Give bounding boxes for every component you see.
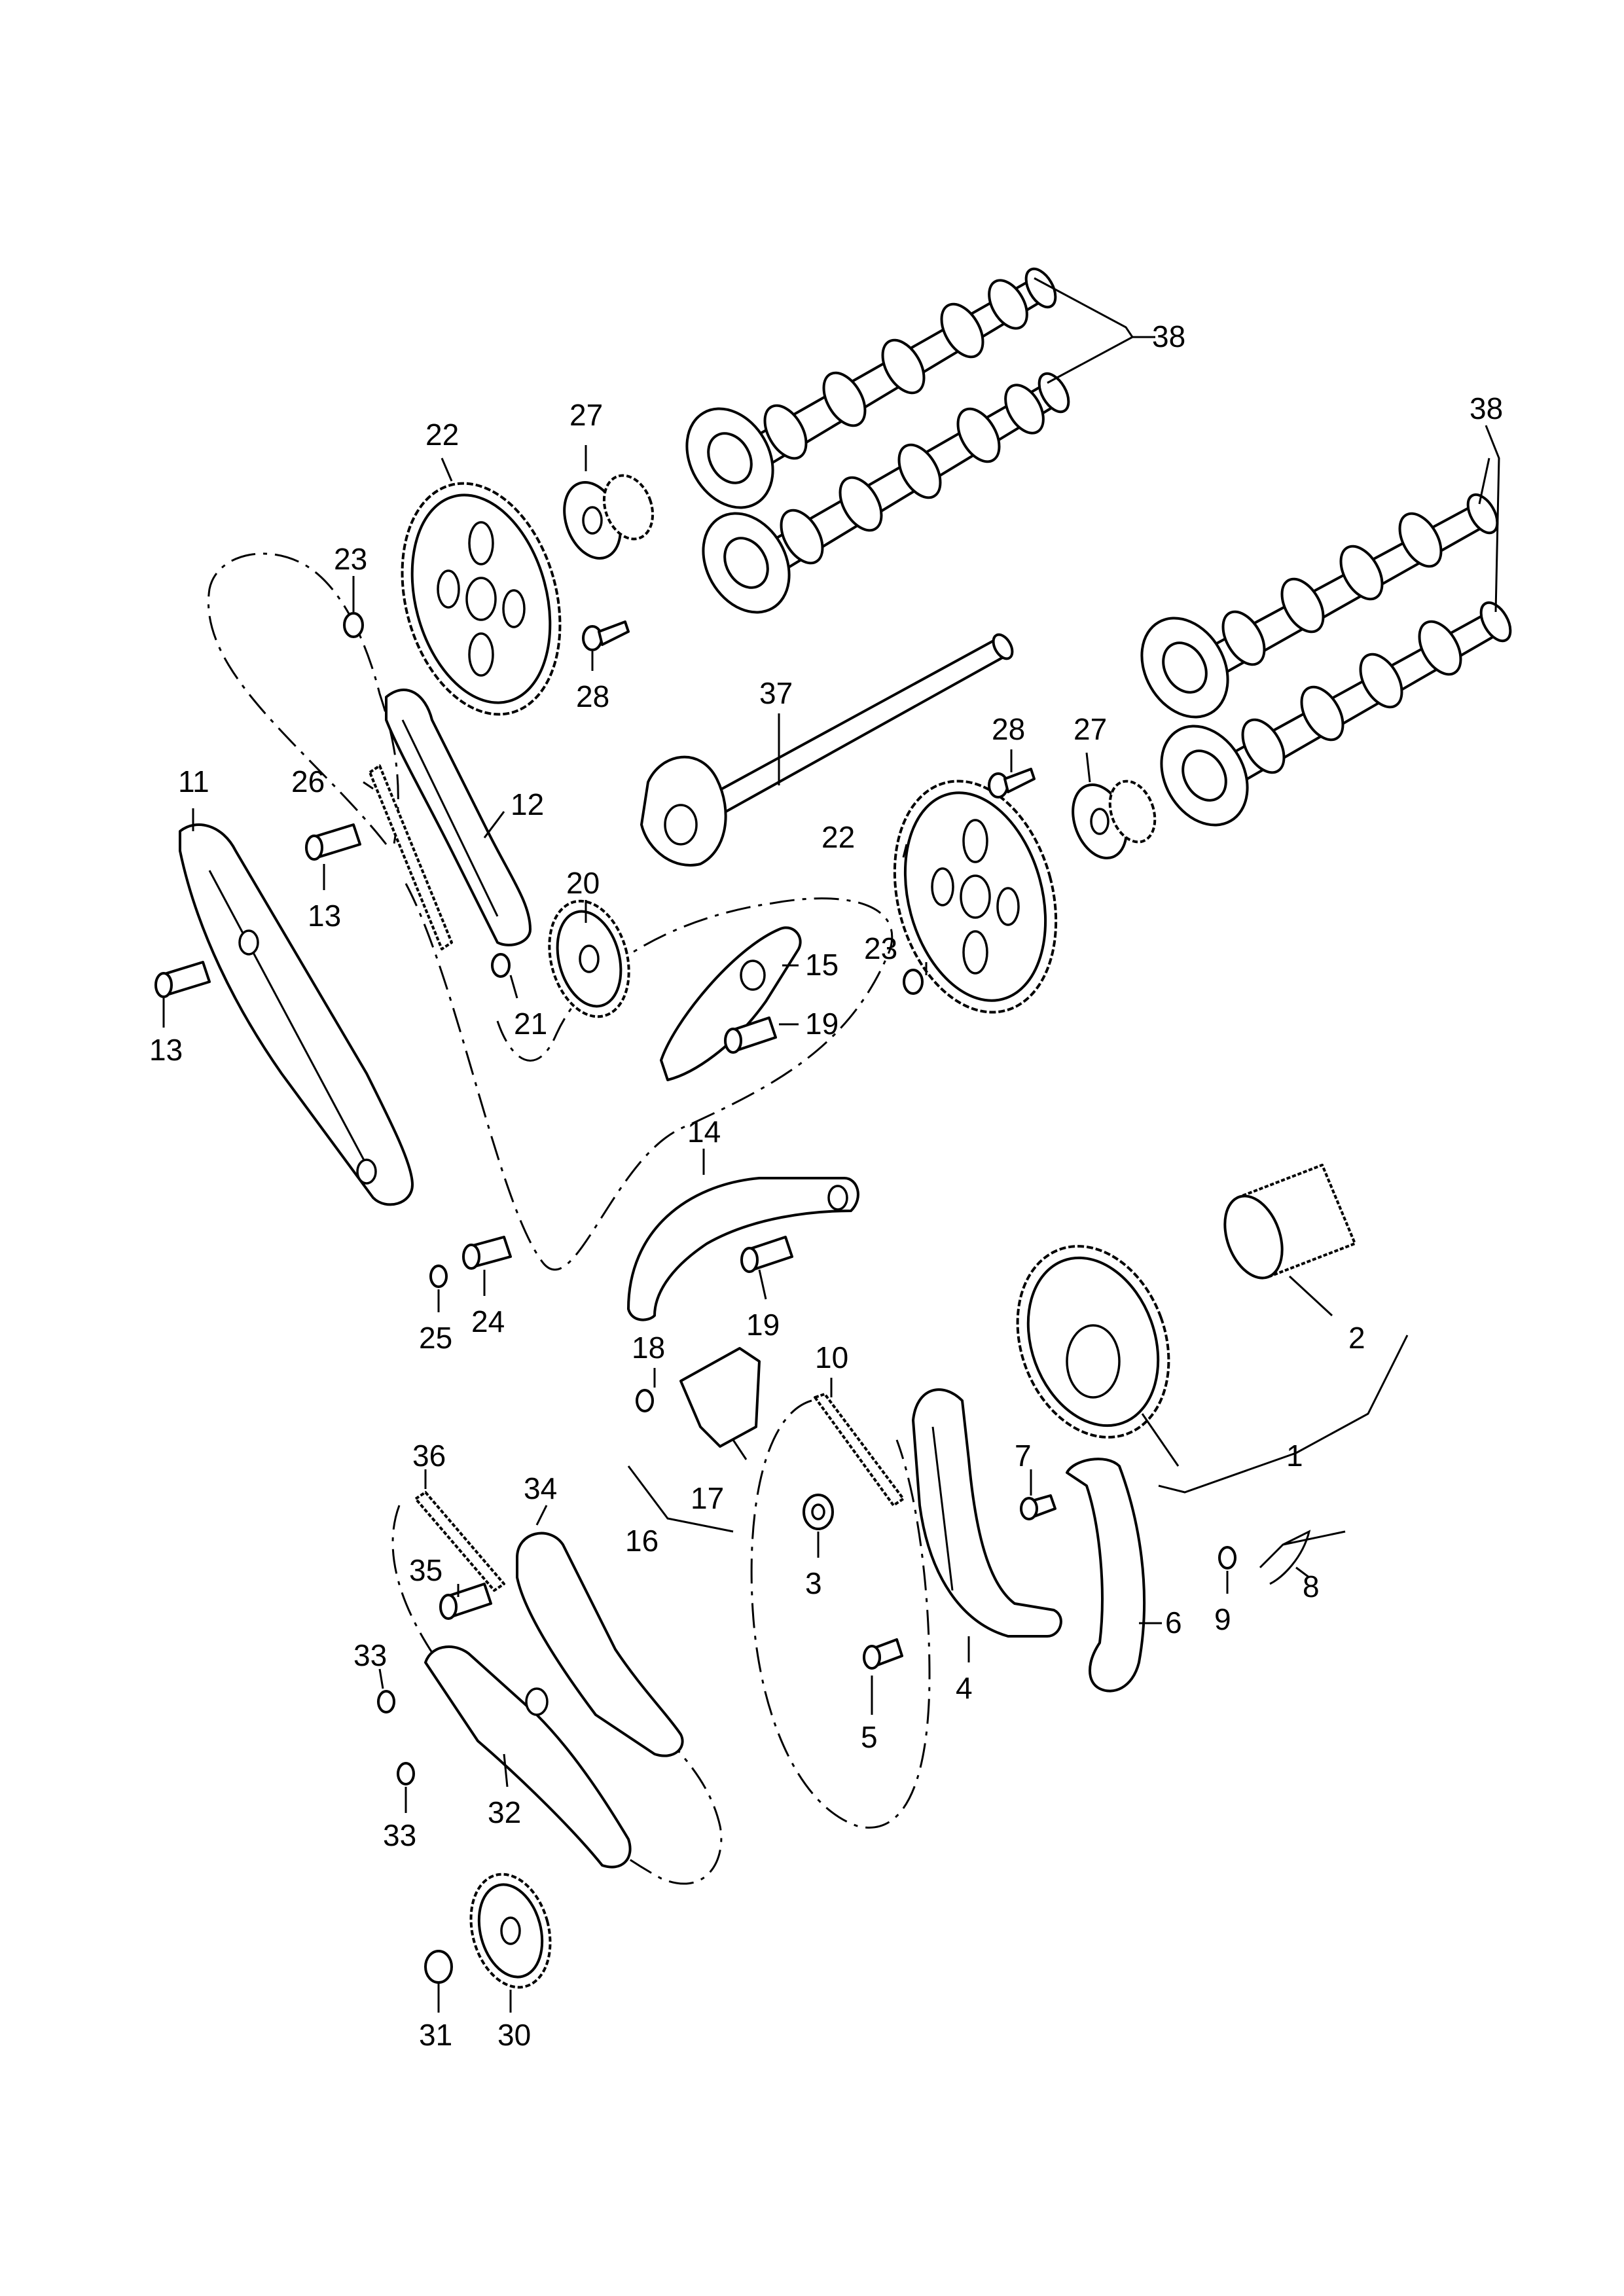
oil-pump-chain-tensioner — [424, 1645, 632, 1869]
callout-31: 31 — [419, 2018, 452, 2052]
callout-13-lower: 13 — [149, 1033, 183, 1067]
callout-12: 12 — [511, 787, 544, 821]
callout-36: 36 — [412, 1439, 446, 1473]
balance-shaft — [640, 633, 1014, 867]
callout-34: 34 — [524, 1471, 557, 1505]
oil-pump-guide-rail — [516, 1532, 684, 1757]
crank-chain-loop — [750, 1399, 931, 1829]
oil-pump-chain-segment — [414, 1491, 505, 1592]
callout-16: 16 — [625, 1524, 659, 1558]
callout-18: 18 — [632, 1331, 665, 1365]
callout-17: 17 — [691, 1481, 724, 1515]
callout-23-right: 23 — [864, 931, 897, 965]
callout-5: 5 — [861, 1720, 878, 1754]
leader-lines — [162, 277, 1500, 2013]
camshaft-adjuster-hub-upper — [563, 474, 655, 560]
callout-14: 14 — [687, 1115, 721, 1149]
camshaft-upper-2 — [702, 372, 1070, 614]
bolts — [154, 612, 1236, 1984]
callout-7: 7 — [1015, 1439, 1032, 1473]
chain-tensioner — [660, 926, 802, 1081]
upper-left-chain-path — [208, 552, 399, 852]
callout-20: 20 — [566, 866, 600, 900]
callout-28-upper: 28 — [576, 679, 609, 713]
callout-33-upper: 33 — [353, 1638, 387, 1672]
callout-22-right: 22 — [821, 820, 855, 854]
tensioner-rail — [179, 823, 414, 1206]
guide-rail-curved — [627, 1177, 859, 1321]
camshaft-adjuster-hub-right — [1072, 780, 1157, 860]
chain-segment-lower — [814, 1393, 905, 1507]
camshaft-upper-1 — [685, 267, 1057, 509]
chain-segment-upper — [369, 764, 453, 950]
callout-37: 37 — [759, 676, 793, 710]
callout-33-lower: 33 — [383, 1818, 416, 1852]
callout-15: 15 — [805, 948, 839, 982]
callout-38-upper: 38 — [1152, 319, 1185, 353]
callout-6: 6 — [1165, 1605, 1182, 1640]
camshaft-right-1 — [1140, 493, 1499, 719]
oil-pump-chain-path — [391, 1505, 723, 1885]
callout-19-lower: 19 — [746, 1308, 780, 1342]
callout-11: 11 — [178, 764, 209, 798]
callout-28-right: 28 — [992, 712, 1025, 746]
tensioner-rail-lower — [1066, 1458, 1146, 1693]
crankshaft-sleeve — [1223, 1164, 1356, 1280]
callout-3: 3 — [805, 1566, 822, 1600]
oil-pump-chain-tensioner-bracket — [679, 1347, 761, 1448]
camshaft-sprocket-right — [893, 780, 1058, 1014]
callout-21: 21 — [514, 1007, 547, 1041]
callout-24: 24 — [471, 1304, 505, 1338]
callout-23-upper: 23 — [334, 542, 367, 576]
callout-19-upper: 19 — [805, 1007, 839, 1041]
callout-35: 35 — [409, 1553, 442, 1587]
oil-pump-sprocket — [469, 1873, 552, 1989]
callout-25: 25 — [419, 1321, 452, 1355]
callout-1: 1 — [1286, 1439, 1303, 1473]
callout-30: 30 — [497, 2018, 531, 2052]
balance-shaft-sprocket — [548, 899, 630, 1018]
camshaft-sprocket-upper — [401, 482, 562, 716]
callout-8: 8 — [1303, 1570, 1320, 1604]
callout-32: 32 — [488, 1795, 521, 1829]
crankshaft-sprocket — [1016, 1245, 1170, 1439]
callout-27-right: 27 — [1074, 712, 1107, 746]
callout-9: 9 — [1214, 1602, 1231, 1636]
callout-26: 26 — [291, 764, 325, 798]
callout-38-right: 38 — [1470, 391, 1503, 425]
guide-rail-upper — [385, 689, 532, 946]
callout-labels: 38 38 22 27 23 28 37 26 11 12 13 13 20 2… — [149, 319, 1503, 2052]
callout-4: 4 — [956, 1671, 973, 1705]
camshaft-right-2 — [1160, 601, 1512, 827]
callout-10: 10 — [815, 1340, 848, 1374]
callout-22-upper: 22 — [425, 418, 459, 452]
callout-13-upper: 13 — [308, 899, 341, 933]
callout-2: 2 — [1348, 1321, 1365, 1355]
tensioner-spring — [1259, 1530, 1346, 1585]
callout-27-upper: 27 — [569, 398, 603, 432]
